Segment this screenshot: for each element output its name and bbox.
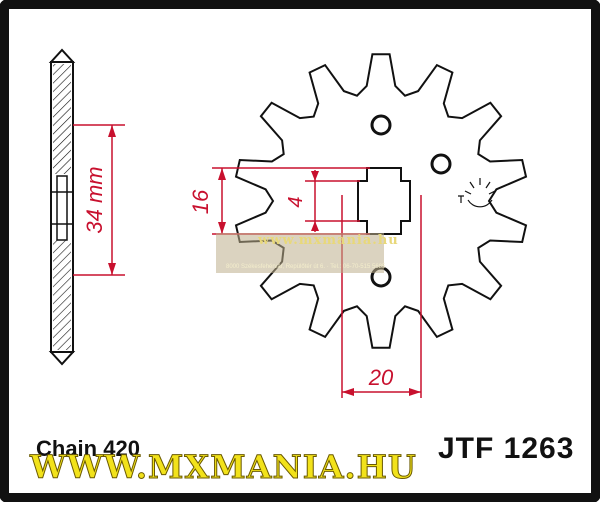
hole-dimension-label: 4 xyxy=(285,196,307,207)
pitch-dimension xyxy=(73,124,125,276)
pitch-diameter-label: 34 mm xyxy=(82,166,107,233)
dimension-20 xyxy=(341,195,422,398)
jt-logo-icon xyxy=(458,178,496,208)
chain-label: Chain 420 xyxy=(36,436,140,461)
watermark-band-subtitle: 8000 Székesfehérvár, Repülőtér út 6. · T… xyxy=(226,264,386,270)
side-profile xyxy=(48,48,76,366)
part-number: JTF 1263 xyxy=(438,432,575,465)
dimension-4 xyxy=(305,170,360,232)
watermark-band-title: www.mxmania.hu xyxy=(258,233,399,248)
watermark-band xyxy=(216,233,384,273)
sprocket-front xyxy=(234,53,528,349)
bore-dimension-label: 20 xyxy=(368,365,394,390)
bolt-dimension-label: 16 xyxy=(188,189,213,214)
bolt-hole-right xyxy=(430,153,452,175)
bolt-hole-top xyxy=(370,114,392,136)
watermark-text: WWW.MXMANIA.HU xyxy=(30,448,417,487)
